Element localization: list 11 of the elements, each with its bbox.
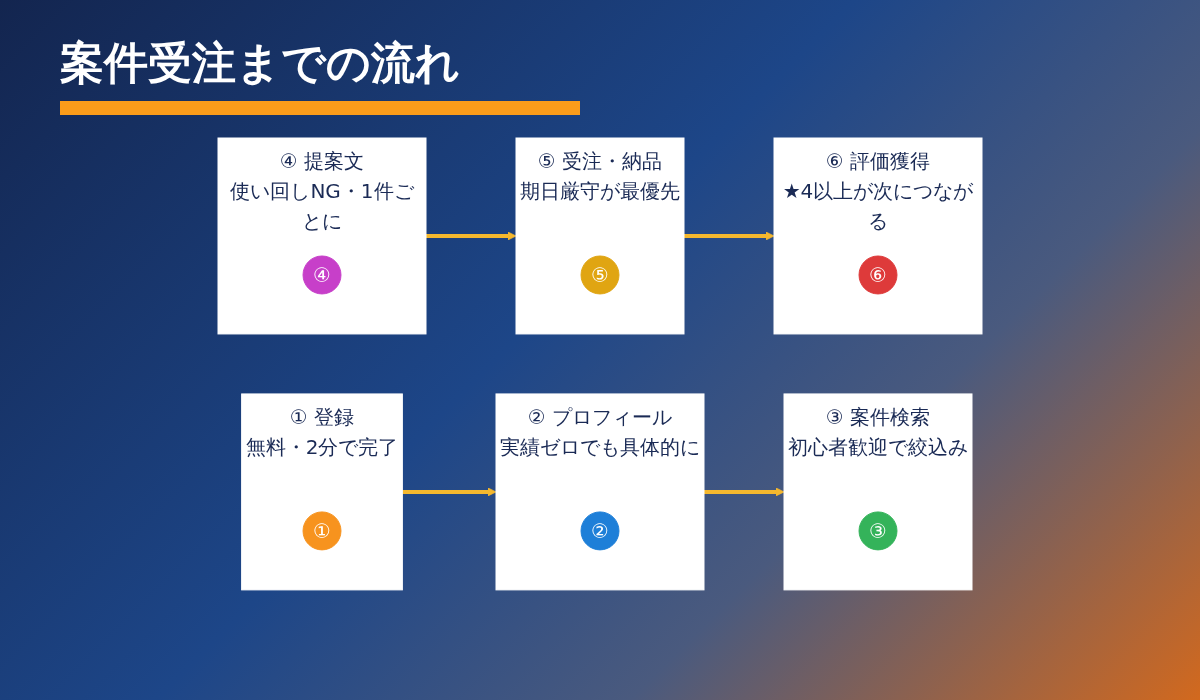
node-circle: ②	[580, 511, 620, 551]
arrow	[426, 231, 517, 241]
title: 案件受注までの流れ	[60, 34, 580, 115]
node-circle: ①	[302, 511, 342, 551]
arrow	[684, 231, 775, 241]
node-circle: ⑤	[580, 255, 620, 295]
node-circle: ③	[858, 511, 898, 551]
arrow	[402, 487, 497, 497]
node-circle: ④	[302, 255, 342, 295]
node-circle: ⑥	[858, 255, 898, 295]
arrow	[704, 487, 785, 497]
